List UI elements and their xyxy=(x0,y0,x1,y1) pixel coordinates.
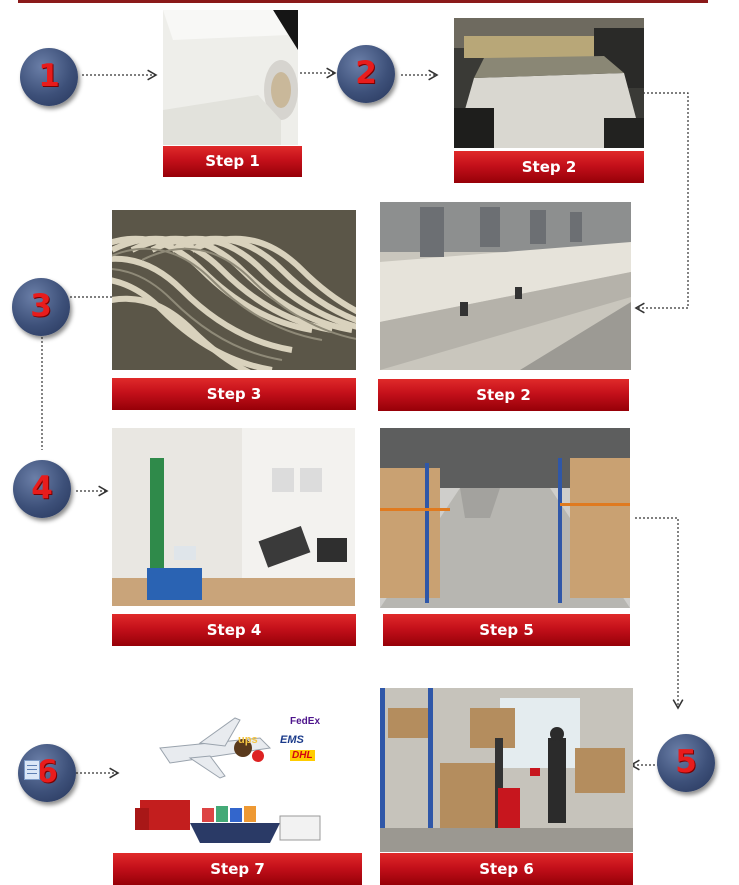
photo-step2-coating-machine xyxy=(454,18,644,148)
circle-2-number: 2 xyxy=(355,55,377,91)
arrow-step2-to-step2b xyxy=(634,92,689,314)
step-3-label: Step 3 xyxy=(112,378,356,410)
fedex-logo: FedEx xyxy=(290,716,321,727)
circle-3-number: 3 xyxy=(30,288,52,324)
ems-logo: EMS xyxy=(280,734,304,746)
circle-4-number: 4 xyxy=(31,470,53,506)
circle-5-number: 5 xyxy=(675,744,697,780)
photo-step3-slit-rolls xyxy=(112,210,356,370)
arrow-step5-down xyxy=(635,517,684,710)
circle-4: 4 xyxy=(13,460,71,518)
top-divider xyxy=(18,0,708,3)
document-icon xyxy=(24,760,40,780)
circle-6: 6 xyxy=(18,744,76,802)
photo-step6-forklift-loading xyxy=(380,688,633,852)
photo-step5-warehouse xyxy=(380,428,630,608)
step-2-label-bottom: Step 2 xyxy=(378,379,629,411)
dhl-logo: DHL xyxy=(290,750,315,761)
step-6-label: Step 6 xyxy=(380,853,633,885)
circle-2: 2 xyxy=(337,45,395,103)
circle-6-number: 6 xyxy=(36,754,58,790)
ups-logo: ups xyxy=(238,734,258,746)
step-7-label: Step 7 xyxy=(113,853,362,885)
step-5-label: Step 5 xyxy=(383,614,630,646)
circle-1-number: 1 xyxy=(38,58,60,94)
photo-step4-testing-equipment xyxy=(112,428,355,606)
step-2-label-top: Step 2 xyxy=(454,151,644,183)
photo-step1-film-roll xyxy=(163,10,298,145)
photo-step7-shipping: ups FedEx EMS DHL xyxy=(130,708,340,852)
circle-1: 1 xyxy=(20,48,78,106)
circle-5: 5 xyxy=(657,734,715,792)
circle-3: 3 xyxy=(12,278,70,336)
photo-step2-oven-line xyxy=(380,202,631,370)
step-1-label: Step 1 xyxy=(163,146,302,177)
step-4-label: Step 4 xyxy=(112,614,356,646)
